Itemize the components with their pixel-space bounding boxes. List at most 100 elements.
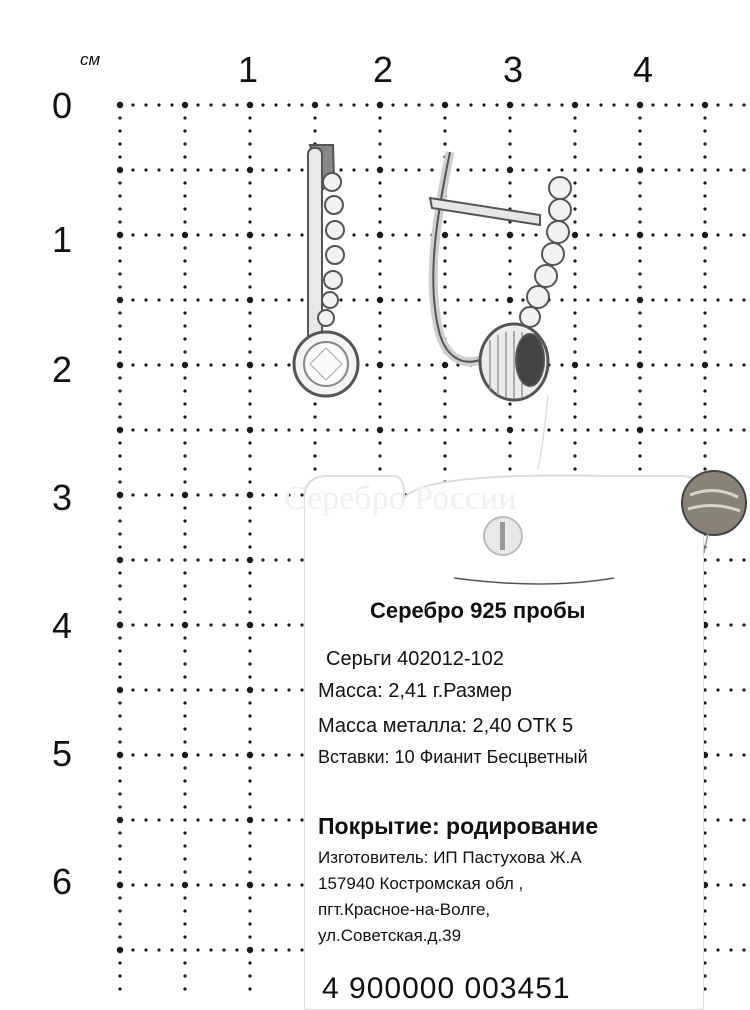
grid-dot [248, 701, 252, 705]
grid-dot [701, 231, 709, 239]
grid-dot [248, 220, 252, 224]
grid-dot [144, 233, 148, 237]
grid-dot [378, 402, 382, 406]
grid-dot [248, 597, 252, 601]
grid-dot [248, 181, 252, 185]
grid-dot [443, 220, 447, 224]
grid-dot [118, 961, 122, 965]
grid-dot [703, 571, 707, 575]
grid-dot [274, 818, 278, 822]
grid-dot [248, 168, 252, 172]
grid-dot [287, 103, 291, 107]
grid-dot [170, 558, 174, 562]
grid-dot [118, 337, 122, 341]
grid-dot [508, 272, 512, 276]
grid-dot [638, 168, 642, 172]
grid-dot [131, 428, 135, 432]
grid-dot [248, 350, 252, 354]
grid-dot [703, 974, 707, 978]
grid-dot [729, 948, 733, 952]
grid-dot [248, 246, 252, 250]
grid-dot [506, 231, 514, 239]
grid-dot [118, 974, 122, 978]
grid-dot [638, 311, 642, 315]
grid-dot [183, 142, 187, 146]
grid-dot [508, 415, 512, 419]
grid-dot [742, 883, 746, 887]
grid-dot [482, 168, 486, 172]
grid-dot [196, 103, 200, 107]
grid-dot [664, 428, 668, 432]
grid-dot [703, 129, 707, 133]
grid-dot [118, 194, 122, 198]
grid-dot [157, 688, 161, 692]
grid-dot [183, 805, 187, 809]
grid-dot [209, 558, 213, 562]
tag-maker: Изготовитель: ИП Пастухова Ж.А [318, 848, 582, 867]
grid-dot [196, 298, 200, 302]
grid-dot [703, 636, 707, 640]
grid-dot [352, 298, 356, 302]
grid-dot [573, 311, 577, 315]
right-earring [428, 151, 572, 402]
grid-dot [599, 298, 603, 302]
x-label-1: 1 [238, 49, 259, 90]
grid-dot [703, 792, 707, 796]
grid-dot [482, 298, 486, 302]
grid-dot [378, 220, 382, 224]
grid-dot [495, 233, 499, 237]
grid-dot [183, 220, 187, 224]
grid-dot [391, 298, 395, 302]
grid-dot [378, 194, 382, 198]
grid-dot [456, 298, 460, 302]
grid-dot [261, 883, 265, 887]
grid-dot [430, 103, 434, 107]
grid-dot [378, 441, 382, 445]
grid-dot [742, 363, 746, 367]
grid-dot [339, 168, 343, 172]
grid-dot [703, 272, 707, 276]
y-label-3: 3 [52, 477, 73, 518]
grid-dot [183, 701, 187, 705]
grid-dot [235, 558, 239, 562]
grid-dot [443, 324, 447, 328]
grid-dot [183, 428, 187, 432]
grid-dot [716, 103, 720, 107]
grid-dot [300, 818, 304, 822]
grid-dot [248, 155, 252, 159]
grid-dot [573, 142, 577, 146]
grid-dot [690, 103, 694, 107]
grid-dot [378, 207, 382, 211]
grid-dot [443, 285, 447, 289]
grid-dot [116, 231, 124, 239]
grid-dot [274, 168, 278, 172]
grid-dot [456, 428, 460, 432]
grid-dot [638, 181, 642, 185]
grid-dot [157, 298, 161, 302]
grid-dot [703, 194, 707, 198]
grid-dot [183, 181, 187, 185]
grid-dot [261, 363, 265, 367]
grid-dot [703, 714, 707, 718]
grid-dot [729, 753, 733, 757]
grid-dot [703, 805, 707, 809]
grid-dot [703, 870, 707, 874]
grid-dot [183, 480, 187, 484]
grid-dot [118, 168, 122, 172]
grid-dot [157, 818, 161, 822]
grid-dot [573, 285, 577, 289]
grid-dot [430, 168, 434, 172]
grid-dot [118, 545, 122, 549]
grid-dot [716, 428, 720, 432]
grid-dot [703, 116, 707, 120]
grid-dot [118, 636, 122, 640]
grid-dot [404, 168, 408, 172]
grid-dot [181, 361, 189, 369]
tag-maker-zip: 157940 Костромская обл , [318, 874, 524, 893]
grid-dot [365, 233, 369, 237]
grid-dot [196, 948, 200, 952]
grid-dot [248, 662, 252, 666]
grid-dot [625, 168, 629, 172]
grid-dot [508, 194, 512, 198]
grid-dot [716, 948, 720, 952]
